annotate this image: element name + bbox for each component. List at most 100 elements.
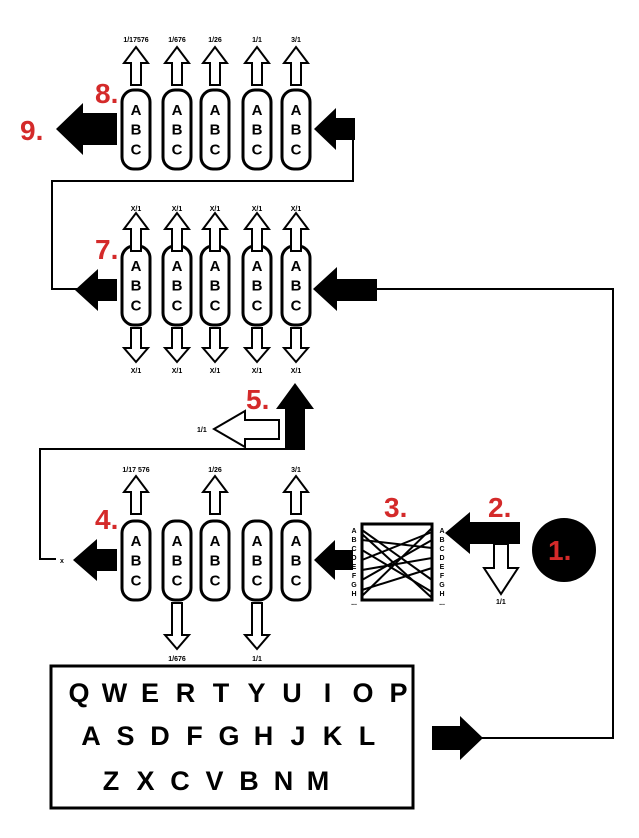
row7-top-label: X/1 xyxy=(252,206,263,213)
keyboard-key: A xyxy=(81,721,101,751)
rotor-letter: C xyxy=(210,297,221,314)
plugboard-left-letter: A xyxy=(351,528,356,535)
rotor-letter: A xyxy=(131,258,142,275)
plugboard-left-letters: ABCDEFGH... xyxy=(351,528,357,607)
step-label-3: 3. xyxy=(384,492,407,523)
hollow-arrows xyxy=(212,409,520,596)
keyboard-key: W xyxy=(102,678,128,708)
row8-rotor: ABC xyxy=(280,88,312,171)
plugboard-left-letter: E xyxy=(352,564,357,571)
row7-up-arrow xyxy=(243,211,271,252)
step-label-5: 5. xyxy=(246,384,269,415)
keyboard-key: G xyxy=(218,721,239,751)
rotor-letter: B xyxy=(210,553,221,570)
keyboard-key: U xyxy=(282,678,302,708)
rotor-letter: C xyxy=(291,297,302,314)
step2-down-arrow xyxy=(482,543,520,596)
keyboard-to-row7-line xyxy=(375,288,614,739)
keyboard-key: X xyxy=(136,766,154,796)
keyboard-key: K xyxy=(323,721,343,751)
keyboard-key: N xyxy=(274,766,294,796)
row8-rotor: ABC xyxy=(120,88,152,171)
row7-bottom-label: X/1 xyxy=(131,368,142,375)
row4-top-label: 1/26 xyxy=(208,467,222,474)
plugboard-left-letter: G xyxy=(351,582,357,589)
row4-exit-arrow xyxy=(73,539,117,581)
row4-bottom-label: 1/1 xyxy=(252,656,262,663)
rotor-letter: B xyxy=(252,122,263,139)
rotor-letter: B xyxy=(210,122,221,139)
plugboard-to-row4-arrow xyxy=(314,540,353,580)
rotor-letter: B xyxy=(131,278,142,295)
rotor-letter: C xyxy=(252,297,263,314)
plugboard-right-letter: F xyxy=(440,573,445,580)
row7-bottom-label: X/1 xyxy=(291,368,302,375)
row7-bottom-label: X/1 xyxy=(252,368,263,375)
row8-top-label: 1/26 xyxy=(208,37,222,44)
plugboard-right-letter: G xyxy=(439,582,445,589)
rotor-letter: C xyxy=(252,572,263,589)
keyboard-key: O xyxy=(352,678,373,708)
row4-down-arrow xyxy=(162,602,192,651)
plugboard-wires xyxy=(361,527,433,599)
rotor-letter: C xyxy=(172,572,183,589)
row8-top-label: 1/17576 xyxy=(123,37,148,44)
keyboard-key: J xyxy=(290,721,305,751)
row7-down-arrow xyxy=(162,327,192,364)
row7-top-label: X/1 xyxy=(131,206,142,213)
step-label-1: 1. xyxy=(548,535,571,566)
row7-rotor: ABC xyxy=(199,244,231,327)
step5-left-label: 1/1 xyxy=(197,427,207,434)
keyboard-key: Z xyxy=(103,766,120,796)
rotor-letter: C xyxy=(252,141,263,158)
keyboard-key: C xyxy=(170,766,190,796)
keyboard-key: D xyxy=(150,721,170,751)
row8-feed-line xyxy=(51,130,354,290)
rotor-group: ABCABCABCABCABCABCABCABCABCABCABCABCABCA… xyxy=(120,88,312,602)
plugboard-right-letter: E xyxy=(440,564,445,571)
rotor-letter: B xyxy=(291,122,302,139)
step-label-4: 4. xyxy=(95,504,118,535)
rotor-letter: A xyxy=(131,533,142,550)
row7-up-arrow xyxy=(201,211,229,252)
row8-up-arrow xyxy=(122,45,150,86)
row4-rotor: ABC xyxy=(120,519,152,602)
rotor-letter: C xyxy=(131,572,142,589)
row8-up-arrow xyxy=(163,45,191,86)
row8-rotor: ABC xyxy=(161,88,193,171)
step-1-marker: 1. xyxy=(532,518,596,582)
plugboard-left-letter: H xyxy=(351,591,356,598)
rotor-letter: A xyxy=(291,102,302,119)
rotor-letter: C xyxy=(131,297,142,314)
row7-rotor: ABC xyxy=(280,244,312,327)
rotor-letter: B xyxy=(172,122,183,139)
plugboard-left-letter: ... xyxy=(351,600,357,607)
plugboard-left-letter: F xyxy=(352,573,357,580)
keyboard-key: P xyxy=(389,678,407,708)
step5-up-arrow xyxy=(276,383,314,450)
rotor-letter: B xyxy=(172,553,183,570)
step5-left-arrow xyxy=(212,409,280,449)
row7-rotor: ABC xyxy=(241,244,273,327)
row4-rotor: ABC xyxy=(199,519,231,602)
rotor-letter: A xyxy=(291,533,302,550)
rotor-letter: A xyxy=(252,102,263,119)
rotor-letter: B xyxy=(252,553,263,570)
plugboard-left-letter: C xyxy=(351,546,356,553)
row8-rotor: ABC xyxy=(241,88,273,171)
rotor-letter: A xyxy=(172,258,183,275)
small-arrow-group xyxy=(121,45,311,651)
row8-top-label: 3/1 xyxy=(291,37,301,44)
keyboard-key: E xyxy=(141,678,159,708)
step-label-7: 7. xyxy=(95,234,118,265)
keyboard-key: S xyxy=(116,721,134,751)
row4-rotor: ABC xyxy=(161,519,193,602)
row8-up-arrow xyxy=(243,45,271,86)
row4-rotor: ABC xyxy=(280,519,312,602)
row4-exit-label: x xyxy=(60,558,64,565)
row8-top-label: 1/676 xyxy=(168,37,186,44)
